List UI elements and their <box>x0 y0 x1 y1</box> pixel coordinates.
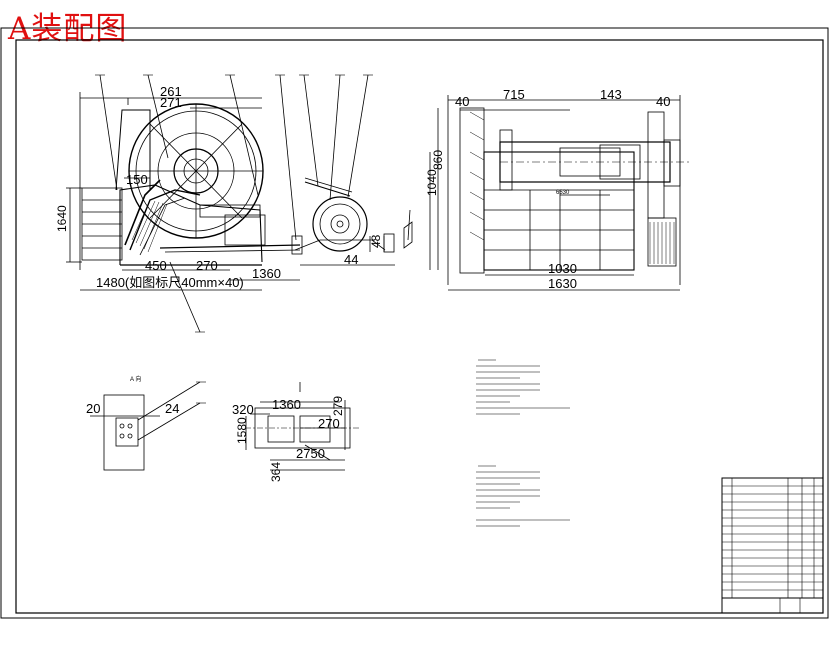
dim-1580: 1580 <box>235 417 249 444</box>
parts-list-table <box>721 477 824 614</box>
detail-b-view <box>245 382 360 471</box>
detail-a-label: A 向 <box>130 375 141 383</box>
side-view-dims: 715 143 40 40 1040 860 6530 1030 1630 <box>425 87 670 291</box>
dim-24: 24 <box>165 401 179 416</box>
dim-279: 279 <box>331 396 345 416</box>
dim-261: 261 <box>160 84 182 99</box>
dim-2750: 2750 <box>296 446 325 461</box>
dim-b-270: 270 <box>318 416 340 431</box>
dim-271: 271 <box>160 95 182 110</box>
front-view-dims: 261 271 150 1640 450 270 1360 1480(如图标尺4… <box>55 84 383 290</box>
dim-20: 20 <box>86 401 100 416</box>
dim-1030: 1030 <box>548 261 577 276</box>
dim-48: 48 <box>369 234 383 248</box>
drawing-title: A装配图 <box>8 11 128 47</box>
front-view <box>66 74 413 333</box>
dim-143: 143 <box>600 87 622 102</box>
dim-150: 150 <box>126 172 148 187</box>
dim-1040: 1040 <box>425 169 439 196</box>
part-balloons <box>95 74 373 404</box>
dim-1480: 1480(如图标尺40mm×40) <box>96 275 244 290</box>
side-view <box>429 95 690 291</box>
detail-dims: A 向 20 24 1360 320 279 1580 270 364 2750 <box>86 375 345 482</box>
dim-450: 450 <box>145 258 167 273</box>
dim-270: 270 <box>196 258 218 273</box>
dim-40-right: 40 <box>656 94 670 109</box>
sheet-frame <box>0 27 829 619</box>
dim-320: 320 <box>232 402 254 417</box>
dim-b-1360: 1360 <box>272 397 301 412</box>
detail-a-view <box>90 381 201 471</box>
dim-40-left: 40 <box>455 94 469 109</box>
dim-1360: 1360 <box>252 266 281 281</box>
dim-1630: 1630 <box>548 276 577 291</box>
dim-715: 715 <box>503 87 525 102</box>
dim-364: 364 <box>269 462 283 482</box>
dim-860: 860 <box>431 150 445 170</box>
tech-specs <box>476 359 570 527</box>
dim-1640: 1640 <box>55 205 69 232</box>
dim-44: 44 <box>344 252 358 267</box>
dim-6530: 6530 <box>556 190 570 196</box>
